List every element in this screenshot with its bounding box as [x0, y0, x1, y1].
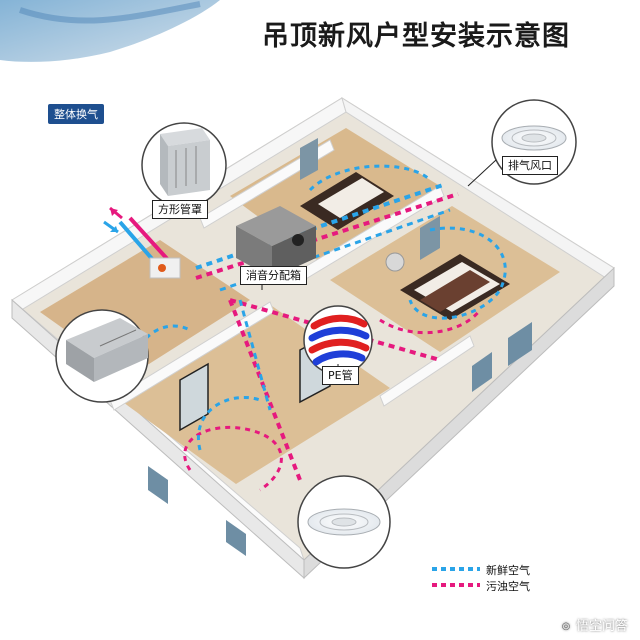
page-title: 吊顶新风户型安装示意图: [262, 21, 570, 52]
muffler-box-icon: [236, 206, 316, 278]
legend-swatches: [432, 567, 480, 587]
heat-exchanger-zoom: [55, 309, 149, 403]
watermark-text: 悟空问答: [575, 619, 628, 634]
callout-muffler-box: 消音分配箱: [240, 266, 307, 285]
indoor-unit-icon: [149, 257, 181, 279]
section-tag: 整体换气: [48, 104, 104, 124]
legend-fresh-air: 新鲜空气: [486, 564, 530, 577]
outside-air-arrows: [103, 206, 123, 234]
square-cover-zoom: [141, 122, 227, 208]
legend-dirty-air: 污浊空气: [486, 580, 530, 593]
watermark: ◎悟空问答: [558, 615, 628, 634]
callout-square-cover: 方形管罩: [152, 200, 208, 219]
callout-exhaust-vent: 排气风口: [502, 156, 558, 175]
pe-pipe-zoom: [303, 305, 373, 375]
chat-bubble-icon: ◎: [558, 619, 573, 634]
callout-pe-pipe: PE管: [322, 366, 359, 385]
brush-decoration: [0, 0, 220, 62]
ceiling-vent-zoom: [297, 475, 391, 569]
